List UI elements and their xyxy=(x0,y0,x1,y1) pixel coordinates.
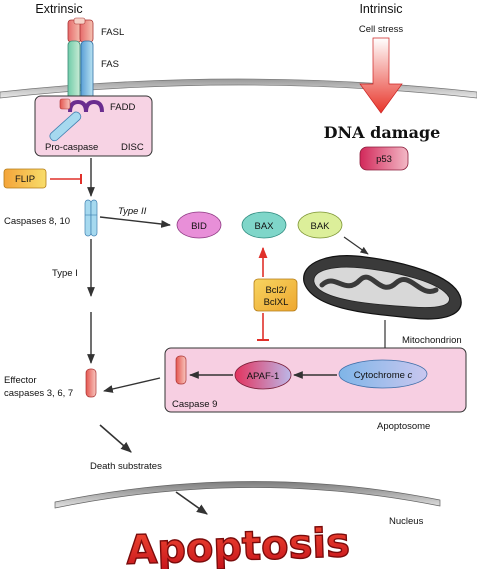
effector-label-line1: Effector xyxy=(4,375,37,386)
flip-node xyxy=(3,168,47,189)
procaspase-label: Pro-caspase xyxy=(45,142,98,153)
mitochondrion-icon xyxy=(303,255,462,320)
fas-receptor-icon xyxy=(67,40,94,102)
bak-to-mitochondrion-arrow xyxy=(343,236,369,255)
apoptosis-title: Apoptosis xyxy=(126,520,351,569)
disc-label: DISC xyxy=(121,142,144,153)
effector-label-line2: caspases 3, 6, 7 xyxy=(4,388,73,399)
type-ii-label: Type II xyxy=(118,206,147,217)
nuclear-envelope xyxy=(54,481,441,509)
fas-label: FAS xyxy=(101,59,119,70)
caspases-8-10-label: Caspases 8, 10 xyxy=(4,216,70,227)
disc-complex-box xyxy=(34,95,153,157)
cytochrome-c-node xyxy=(338,359,428,389)
intrinsic-header: Intrinsic xyxy=(359,2,402,16)
cell-stress-label: Cell stress xyxy=(359,24,404,35)
caspase-9-label: Caspase 9 xyxy=(172,399,217,410)
fadd-label: FADD xyxy=(110,102,135,113)
bak-node xyxy=(297,211,343,239)
flip-label: FLIP xyxy=(15,174,35,185)
extrinsic-header: Extrinsic xyxy=(35,2,82,16)
dna-damage-label: DNA damage xyxy=(324,123,441,142)
apaf1-node xyxy=(234,360,292,390)
fasl-label: FASL xyxy=(101,27,124,38)
bid-node xyxy=(176,211,222,239)
bax-node xyxy=(241,211,287,239)
nucleus-label: Nucleus xyxy=(389,516,424,527)
cell-membrane xyxy=(0,78,477,99)
effector-to-substrates-arrow xyxy=(99,424,132,453)
p53-node xyxy=(359,146,409,171)
procaspase-icon xyxy=(49,111,82,142)
procaspase-domain-icon xyxy=(59,98,71,110)
substrates-to-nucleus-arrow xyxy=(175,491,208,515)
mitochondrion-label: Mitochondrion xyxy=(402,335,462,346)
bid-label: BID xyxy=(191,221,207,232)
bcl2-label-line2: BclXL xyxy=(264,297,289,308)
effector-caspase-icon xyxy=(85,368,97,398)
apoptosome-to-effector-arrow xyxy=(103,377,161,393)
bcl2-label-line1: Bcl2/ xyxy=(265,285,286,296)
apaf1-label: APAF-1 xyxy=(247,371,280,382)
type-i-label: Type I xyxy=(52,268,78,279)
caspase-8-10-icon xyxy=(84,199,98,237)
apoptosome-label: Apoptosome xyxy=(377,421,430,432)
p53-label: p53 xyxy=(376,154,392,165)
fadd-adaptor-icon xyxy=(68,99,104,113)
type-ii-arrow xyxy=(99,216,171,228)
bak-label: BAK xyxy=(310,221,330,232)
cell-stress-arrow xyxy=(359,37,403,114)
bax-label: BAX xyxy=(254,221,274,232)
cytochrome-c-label: Cytochrome c xyxy=(354,370,413,381)
bcl2-node xyxy=(253,278,298,312)
caspase-9-icon xyxy=(175,355,187,385)
fasl-ligand-icon xyxy=(67,17,94,43)
death-substrates-label: Death substrates xyxy=(90,461,162,472)
